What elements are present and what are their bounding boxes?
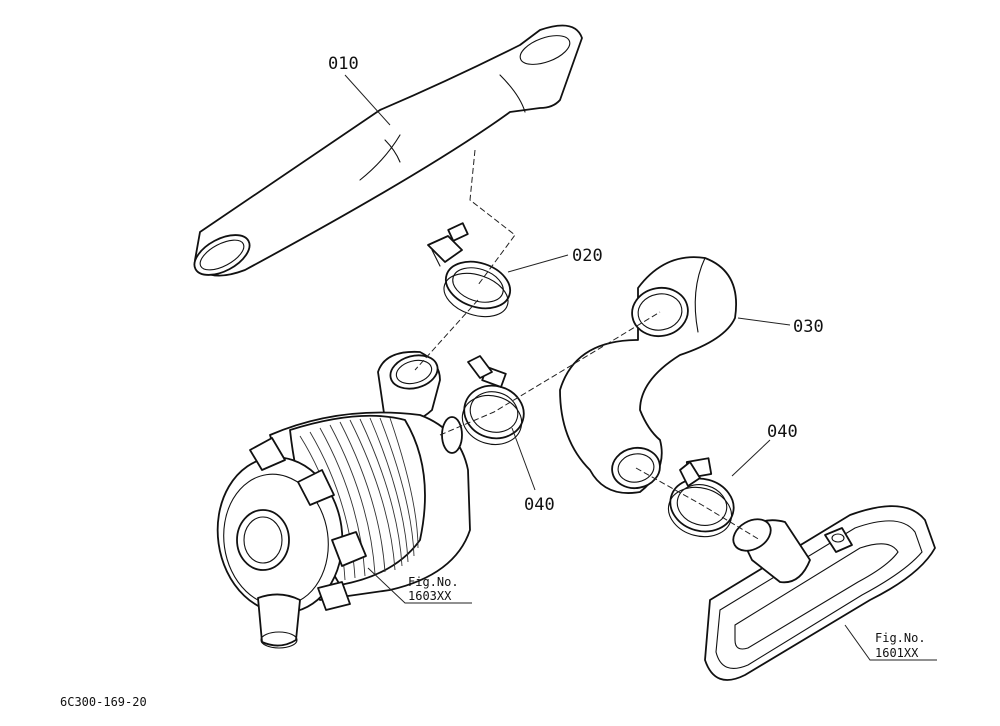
intake-manifold	[704, 505, 936, 681]
callout-020: 020	[572, 246, 603, 266]
leader-lines	[344, 74, 937, 661]
callout-040-right: 040	[767, 422, 798, 442]
intake-pipe-010	[193, 24, 583, 277]
callout-030: 030	[793, 317, 824, 337]
fig-ref-right-number: 1601XX	[875, 646, 919, 660]
hose-clamp-040-left	[461, 355, 525, 445]
hose-clamp-020	[427, 222, 512, 318]
fig-ref-left-label: Fig.No.	[408, 575, 459, 589]
callout-040-left: 040	[524, 495, 555, 515]
hose-clamp-040-right	[667, 457, 735, 538]
diagram-code: 6C300-169-20	[60, 695, 147, 709]
callout-010: 010	[328, 54, 359, 74]
fig-ref-right-label: Fig.No.	[875, 631, 926, 645]
fig-ref-left-number: 1603XX	[408, 589, 452, 603]
air-cleaner-assembly	[216, 350, 471, 649]
s-hose-030	[559, 256, 737, 494]
